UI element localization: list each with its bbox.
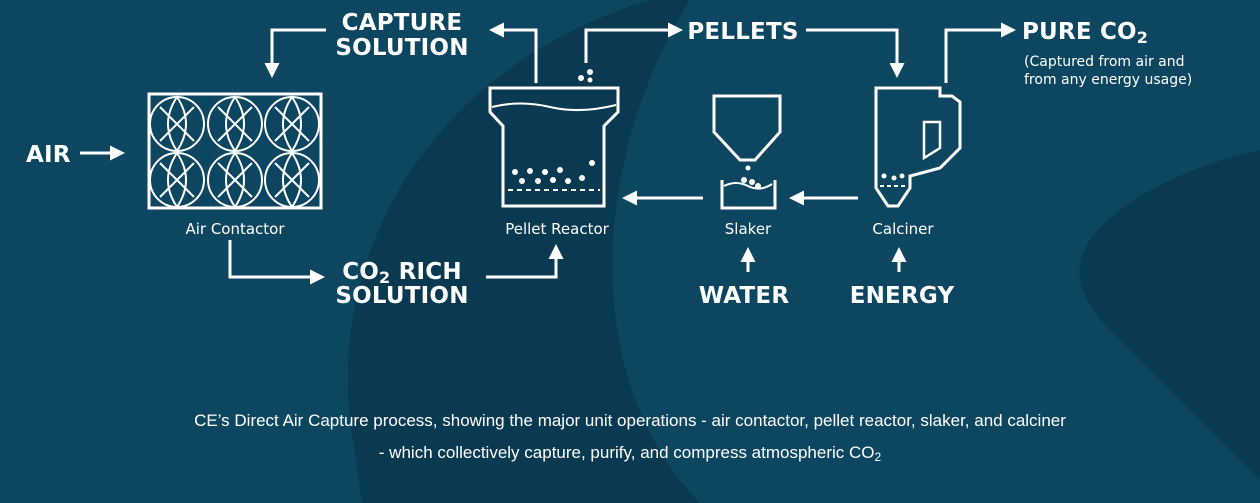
co2-rich-solution-label-line1: CO2 RICH bbox=[342, 259, 462, 287]
pellet-reactor-icon bbox=[488, 86, 620, 208]
caption-line-2: - which collectively capture, purify, an… bbox=[0, 443, 1260, 464]
background-corner-shape bbox=[1079, 150, 1260, 480]
slaker-label: Slaker bbox=[725, 220, 772, 238]
pellets-label: PELLETS bbox=[687, 19, 798, 45]
rich-solution-to-reactor-arrow bbox=[486, 244, 564, 279]
calciner-pellets bbox=[881, 173, 905, 181]
capture-solution-label-line1: CAPTURE bbox=[342, 10, 463, 36]
pure-co2-note-line2: from any energy usage) bbox=[1024, 72, 1192, 88]
capture-solution-flow-arrow bbox=[264, 28, 326, 78]
calciner-label: Calciner bbox=[872, 220, 934, 238]
background-arc bbox=[347, 0, 700, 503]
caption-line-2-text: - which collectively capture, purify, an… bbox=[378, 443, 875, 462]
calciner-to-pure-co2-arrow bbox=[944, 22, 1016, 83]
air-label: AIR bbox=[26, 142, 71, 168]
slaker-pellets bbox=[741, 165, 761, 189]
reactor-pellets bbox=[512, 160, 595, 184]
slaker-icon bbox=[712, 94, 782, 210]
capture-solution-label-line2: SOLUTION bbox=[335, 35, 468, 61]
pellet-reactor-label: Pellet Reactor bbox=[505, 220, 609, 238]
co2-rich-solution-label-line2: SOLUTION bbox=[335, 283, 468, 309]
caption-co2-subscript: 2 bbox=[874, 450, 882, 464]
reactor-to-capture-solution-arrow bbox=[489, 22, 538, 83]
air-contactor-icon bbox=[147, 92, 323, 210]
pure-co2-note-line1: (Captured from air and bbox=[1024, 54, 1185, 70]
calciner-icon bbox=[874, 86, 962, 208]
caption-line-1: CE’s Direct Air Capture process, showing… bbox=[194, 411, 1066, 430]
water-label: WATER bbox=[699, 283, 790, 309]
energy-label: ENERGY bbox=[850, 283, 955, 309]
pellet-dots-outlet bbox=[578, 69, 593, 83]
pellets-to-calciner-arrow bbox=[806, 28, 905, 78]
reactor-to-pellets-arrow bbox=[584, 22, 683, 63]
air-contactor-label: Air Contactor bbox=[185, 220, 285, 238]
pure-co2-label: PURE CO2 bbox=[1022, 19, 1148, 47]
contactor-to-rich-solution-arrow bbox=[228, 240, 325, 285]
